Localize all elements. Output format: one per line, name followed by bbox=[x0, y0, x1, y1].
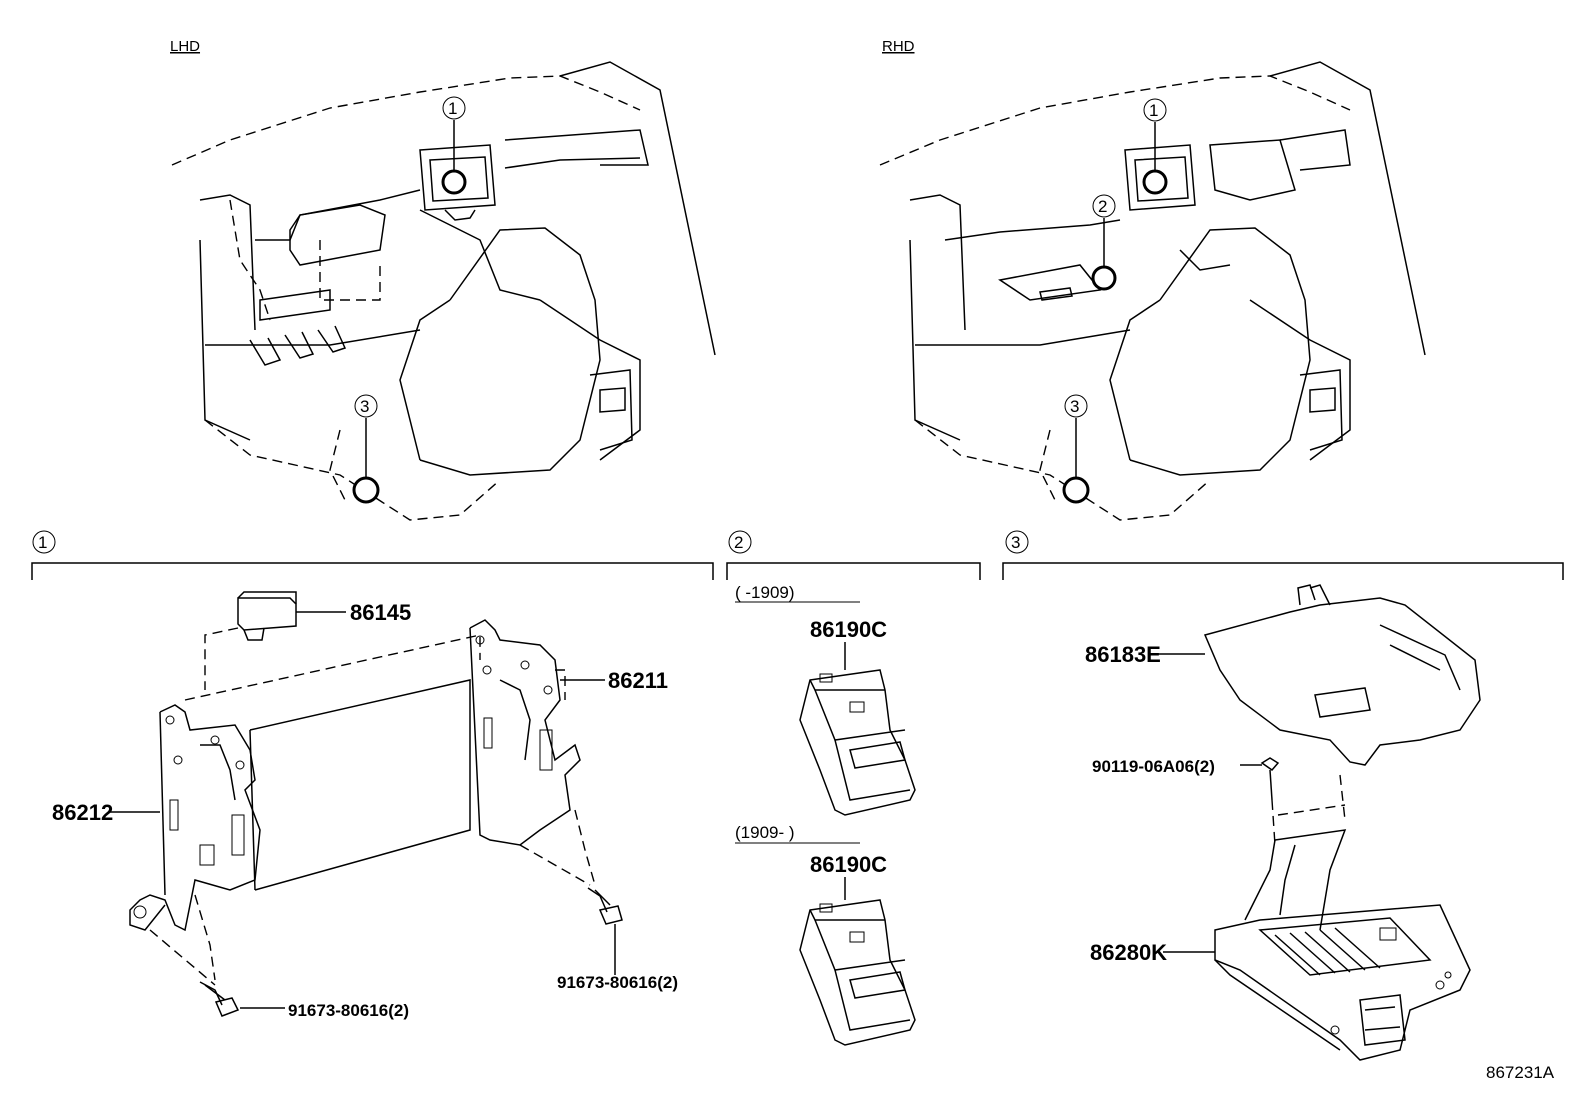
lhd-label: LHD bbox=[170, 38, 200, 55]
lhd-callout-1: 1 bbox=[448, 99, 457, 118]
group-3-number: 3 bbox=[1011, 533, 1020, 552]
group-2-number: 2 bbox=[734, 533, 743, 552]
switch-1-date-range: ( -1909) bbox=[735, 583, 795, 602]
group-1-display-receiver: 1 86145 86212 bbox=[31, 530, 714, 1020]
screw-91673-80616-left-label: 91673-80616(2) bbox=[288, 1001, 409, 1020]
rhd-callout-1: 1 bbox=[1149, 101, 1158, 120]
rhd-location-dot-3 bbox=[1062, 476, 1090, 504]
switch-1-part-label: 86190C bbox=[810, 617, 887, 642]
group-2-switch: 2 ( -1909) 86190C (1909- ) 86190C bbox=[726, 530, 981, 1046]
rhd-label: RHD bbox=[882, 38, 915, 55]
bolt-90119-06A06-label: 90119-06A06(2) bbox=[1092, 757, 1215, 776]
lhd-location-dot-1 bbox=[441, 169, 467, 195]
rhd-callout-2: 2 bbox=[1098, 197, 1107, 216]
part-86212-label: 86212 bbox=[52, 800, 113, 825]
group-3-bracket bbox=[1002, 562, 1564, 580]
part-86183E-label: 86183E bbox=[1085, 642, 1161, 667]
figure-id: 867231A bbox=[1486, 1063, 1555, 1082]
group-1-bracket bbox=[31, 562, 714, 580]
group-3-amplifier: 3 86183E 90119-06A06(2) bbox=[1002, 530, 1564, 1061]
rhd-location-dot-2 bbox=[1091, 265, 1117, 291]
group-1-number: 1 bbox=[38, 533, 47, 552]
rhd-dashboard-view: RHD 1 2 3 bbox=[879, 38, 1426, 521]
part-86280K-label: 86280K bbox=[1090, 940, 1167, 965]
rhd-location-dot-1 bbox=[1142, 169, 1168, 195]
switch-2-date-range: (1909- ) bbox=[735, 823, 795, 842]
part-86145-label: 86145 bbox=[350, 600, 411, 625]
lhd-location-dot-3 bbox=[352, 476, 380, 504]
lhd-dashboard-view: LHD 1 3 bbox=[170, 38, 716, 521]
part-86211-label: 86211 bbox=[608, 668, 668, 693]
switch-2-part-label: 86190C bbox=[810, 852, 887, 877]
group-2-bracket bbox=[726, 562, 981, 580]
screw-91673-80616-right-label: 91673-80616(2) bbox=[557, 973, 678, 992]
lhd-callout-3: 3 bbox=[360, 397, 369, 416]
rhd-callout-3: 3 bbox=[1070, 397, 1079, 416]
